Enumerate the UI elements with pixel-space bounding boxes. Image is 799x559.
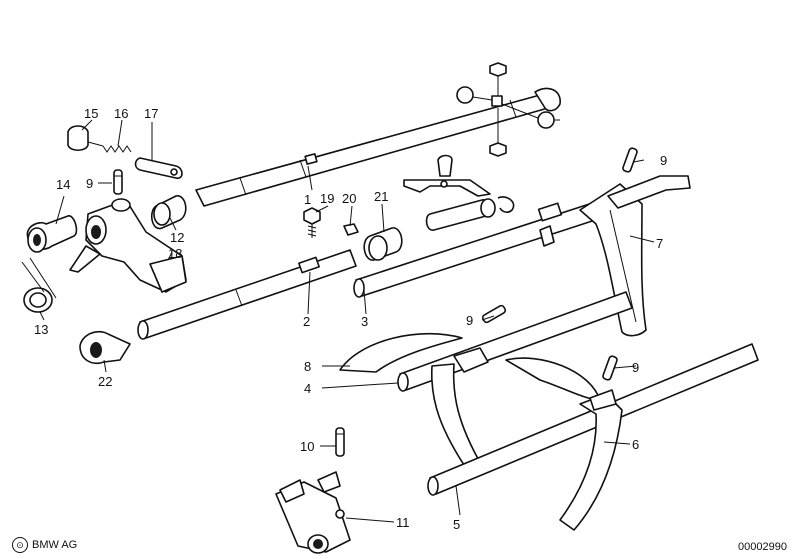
shift-fork-6 [505, 355, 623, 531]
label-9-right: 9 [632, 360, 639, 375]
sleeve-21 [363, 227, 403, 261]
label-12: 12 [170, 230, 184, 245]
label-19: 19 [320, 191, 334, 206]
interlock-plate [403, 154, 491, 197]
label-20: 20 [342, 191, 356, 206]
bushing-14 [26, 215, 78, 253]
label-21: 21 [374, 189, 388, 204]
label-16: 16 [114, 106, 128, 121]
selector-block-11 [275, 471, 351, 554]
pin-9-left [113, 169, 123, 195]
lever-17 [134, 157, 183, 179]
shift-rod-5 [427, 343, 759, 496]
diagram-code: 00002990 [738, 541, 787, 553]
label-5: 5 [453, 517, 460, 532]
bolt-19 [303, 207, 321, 238]
bmw-logo-icon: ⊙ [12, 537, 28, 553]
seal-13 [21, 257, 57, 313]
washer-20 [343, 223, 359, 236]
label-22: 22 [98, 374, 112, 389]
label-14: 14 [56, 177, 70, 192]
label-9-top-right: 9 [660, 153, 667, 168]
part-labels: 1 2 3 4 5 6 7 8 9 9 9 9 10 11 12 13 14 1… [34, 106, 667, 532]
label-10: 10 [300, 439, 314, 454]
nut-cluster [456, 62, 560, 157]
shift-fork-7 [579, 147, 691, 337]
label-18: 18 [168, 246, 182, 261]
bushing-12 [150, 195, 187, 230]
shift-fork-8 [339, 304, 507, 475]
interlock-pin [425, 196, 515, 231]
spring-16 [87, 141, 132, 153]
label-1: 1 [304, 192, 311, 207]
selector-finger-22 [79, 330, 131, 364]
label-2: 2 [303, 314, 310, 329]
label-17: 17 [144, 106, 158, 121]
label-15: 15 [84, 106, 98, 121]
brand-name: BMW AG [32, 539, 78, 551]
label-9-left: 9 [86, 176, 93, 191]
label-13: 13 [34, 322, 48, 337]
shift-rod-4 [397, 291, 633, 392]
shift-rod-2 [137, 249, 357, 340]
selector-housing-18 [69, 198, 187, 293]
label-4: 4 [304, 381, 311, 396]
pin-10 [335, 427, 345, 457]
label-11: 11 [396, 515, 410, 530]
label-6: 6 [632, 437, 639, 452]
label-8: 8 [304, 359, 311, 374]
label-7: 7 [656, 236, 663, 251]
shift-rod-1 [195, 87, 561, 207]
label-9-middle: 9 [466, 313, 473, 328]
label-3: 3 [361, 314, 368, 329]
leader-lines [39, 119, 655, 523]
brand-footer: ⊙ BMW AG [12, 537, 77, 553]
plug-15 [67, 125, 89, 152]
